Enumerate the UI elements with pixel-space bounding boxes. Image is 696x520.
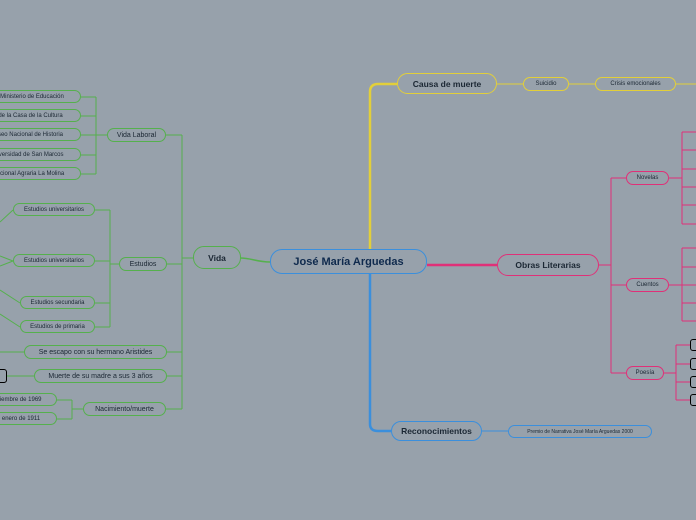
laboral-item[interactable]: acional Agraria La Molina [0,167,81,180]
topic-nacimiento-muerte[interactable]: Nacimiento/muerte [83,402,166,416]
topic-vida-laboral[interactable]: Vida Laboral [107,128,166,142]
collapsed-node[interactable] [690,358,696,370]
node-novelas[interactable]: Novelas [626,171,669,185]
estudios-item[interactable]: Estudios universitarios [13,203,95,216]
laboral-item[interactable]: de la Casa de la Cultura [0,109,81,122]
collapsed-node[interactable] [690,339,696,351]
estudios-item[interactable]: Estudios de primaria [20,320,95,333]
laboral-item[interactable]: l Ministerio de Educación [0,90,81,103]
node-poesia[interactable]: Poesía [626,366,664,380]
nacimiento-item[interactable]: e enero de 1911 [0,412,57,425]
collapsed-node[interactable] [0,369,7,383]
estudios-item[interactable]: Estudios secundaria [20,296,95,309]
topic-causa-de-muerte[interactable]: Causa de muerte [397,73,497,94]
node-cuentos[interactable]: Cuentos [626,278,669,292]
collapsed-node[interactable] [690,376,696,388]
topic-vida[interactable]: Vida [193,246,241,269]
nacimiento-item[interactable]: iciembre de 1969 [0,393,57,406]
root-node[interactable]: José María Arguedas [270,249,427,274]
topic-hermano[interactable]: Se escapo con su hermano Aristides [24,345,167,359]
topic-obras-literarias[interactable]: Obras Literarias [497,254,599,276]
estudios-item[interactable]: Estudios universitarios [13,254,95,267]
node-premio-narrativa[interactable]: Premio de Narrativa José María Arguedas … [508,425,652,438]
collapsed-node[interactable] [690,394,696,406]
node-crisis-emocionales[interactable]: Crisis emocionales [595,77,676,91]
topic-reconocimientos[interactable]: Reconocimientos [391,421,482,441]
topic-estudios[interactable]: Estudios [119,257,167,271]
topic-madre[interactable]: Muerte de su madre a sus 3 años [34,369,167,383]
laboral-item[interactable]: iversidad de San Marcos [0,148,81,161]
node-suicidio[interactable]: Suicidio [523,77,569,91]
laboral-item[interactable]: seo Nacional de Historia [0,128,81,141]
